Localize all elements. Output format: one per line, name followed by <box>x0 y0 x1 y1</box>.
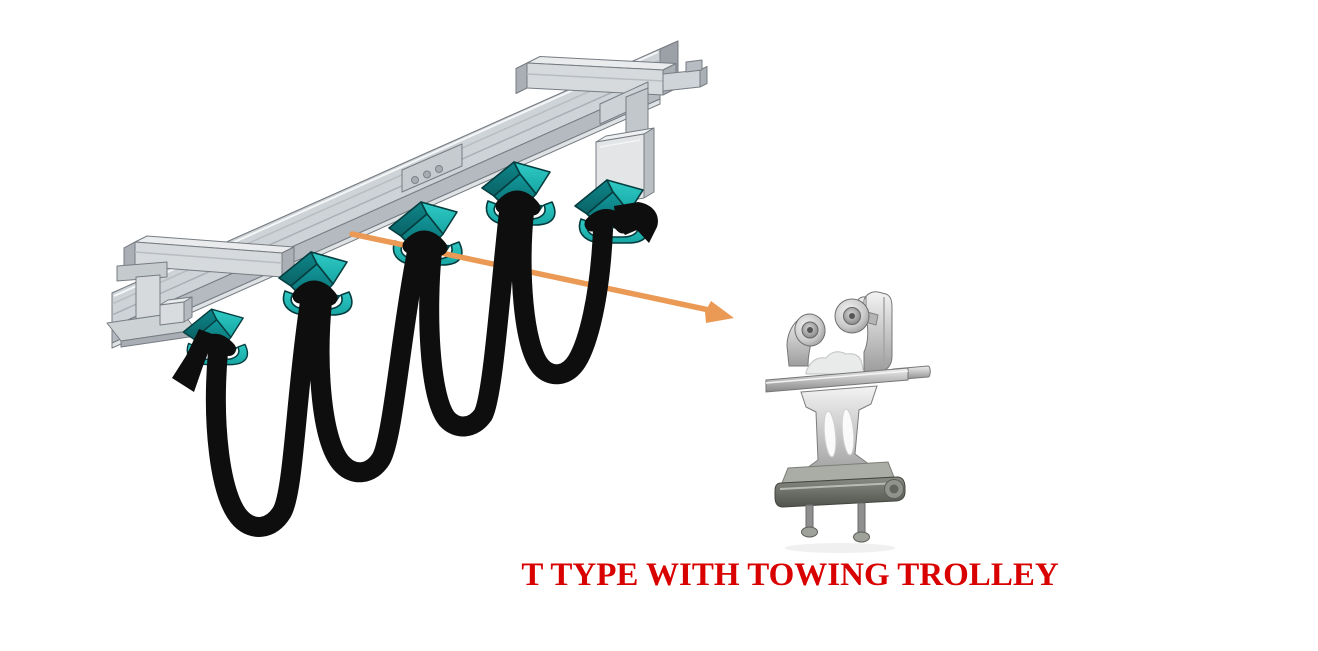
splice-bolt <box>411 176 419 184</box>
clamp-bolt-head <box>853 531 870 543</box>
trolley-casting <box>805 351 865 375</box>
cable-drape-3 <box>402 230 448 256</box>
cable-end-tail-right <box>614 202 658 243</box>
splice-bolt <box>423 170 431 179</box>
clamp-bolt <box>857 502 866 535</box>
beam-rail-face <box>111 82 661 344</box>
clamp-bolt <box>805 504 814 531</box>
photo-shadow <box>785 543 895 553</box>
roller-pin <box>807 327 813 333</box>
cable-drape-4 <box>495 190 541 216</box>
cable-drape-2 <box>292 280 338 306</box>
cable-end-tail-left <box>172 329 215 392</box>
festoon-cable-loop-2 <box>309 242 427 483</box>
support-beam-right <box>515 56 708 96</box>
clamp-cylinder-bore <box>889 484 899 494</box>
beam-rail-lip <box>111 98 661 349</box>
splice-bolt <box>435 165 443 173</box>
beam-end-left <box>106 261 197 348</box>
i-beam-rail <box>111 40 679 349</box>
festoon-cable-loop-3 <box>419 202 519 437</box>
support-beam-extension <box>662 69 701 92</box>
towing-trolley-photo <box>765 291 931 553</box>
festoon-cables <box>172 190 658 537</box>
body-slot <box>823 410 837 458</box>
roller-pin <box>849 313 855 319</box>
festoon-cable-loop-1 <box>205 292 320 537</box>
support-beam-left <box>123 235 295 278</box>
festoon-cable-loop-4 <box>511 202 613 385</box>
caption: T TYPE WITH TOWING TROLLEY <box>521 557 1059 593</box>
body-slot <box>841 408 855 456</box>
clamp-bolt-head <box>801 526 818 538</box>
